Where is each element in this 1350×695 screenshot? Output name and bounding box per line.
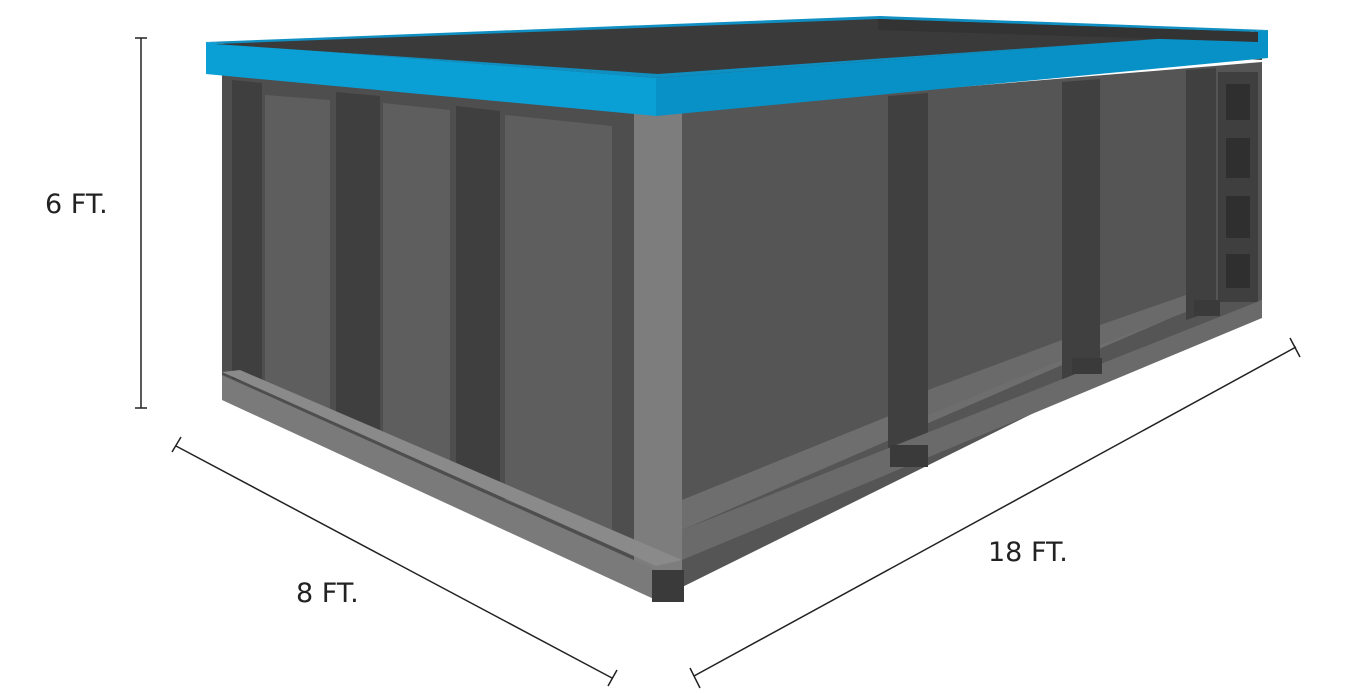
length-label: 18 FT. bbox=[988, 537, 1068, 568]
dumpster-icon bbox=[206, 16, 1268, 602]
side-recess-2 bbox=[1100, 295, 1186, 345]
end-bottom-frame bbox=[222, 375, 656, 600]
end-rib-2 bbox=[336, 92, 380, 440]
rear-hook-bracket bbox=[1218, 72, 1258, 302]
height-label: 6 FT. bbox=[45, 189, 108, 220]
side-post-2 bbox=[1062, 79, 1100, 380]
rim-opening-back bbox=[878, 19, 1258, 42]
rim-end-face bbox=[206, 42, 656, 116]
side-bottom-frame bbox=[682, 300, 1262, 560]
end-panel-1 bbox=[265, 95, 330, 410]
end-panel-3 bbox=[505, 115, 612, 540]
end-panel-2 bbox=[383, 103, 450, 470]
rim-side-face bbox=[656, 30, 1268, 116]
width-dimension bbox=[171, 436, 618, 687]
end-rib-3 bbox=[456, 106, 500, 492]
foot-side-1 bbox=[890, 445, 928, 467]
side-recess-1 bbox=[928, 340, 1062, 415]
end-bottom-frame-top bbox=[222, 370, 682, 566]
end-rib-1 bbox=[232, 80, 262, 388]
length-dimension bbox=[689, 337, 1301, 689]
foot-front bbox=[652, 570, 684, 602]
side-post-3 bbox=[1186, 68, 1216, 320]
height-dimension bbox=[135, 37, 147, 409]
side-post-1 bbox=[888, 93, 928, 470]
foot-side-2 bbox=[1072, 358, 1102, 374]
corner-post bbox=[634, 112, 682, 600]
width-label: 8 FT. bbox=[296, 578, 359, 609]
foot-side-3 bbox=[1194, 300, 1220, 316]
